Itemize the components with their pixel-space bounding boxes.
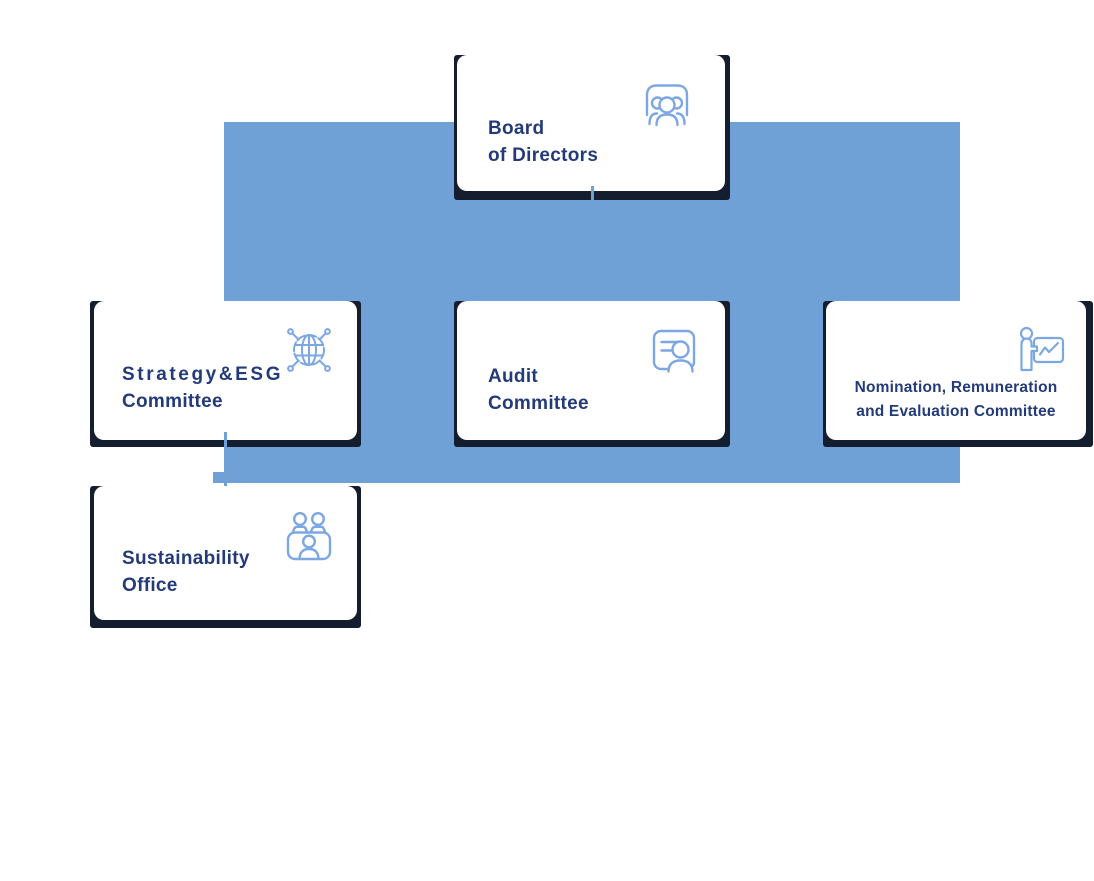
card-audit-committee: Audit Committee — [457, 301, 725, 440]
card-label: Strategy&ESG Committee — [122, 362, 283, 415]
card-sustainability-office: Sustainability Office — [94, 486, 357, 620]
card-label-line1: Nomination, Remuneration — [854, 379, 1058, 396]
card-label: Sustainability Office — [122, 546, 250, 599]
node-sustainability-office: Sustainability Office — [90, 486, 361, 628]
card-strategy-esg-committee: Strategy&ESG Committee — [94, 301, 357, 440]
card-label: Nomination, Remuneration and Evaluation … — [826, 376, 1086, 424]
audit-document-icon — [647, 323, 701, 382]
card-label: Audit Committee — [488, 364, 589, 417]
card-label-line1: Sustainability — [122, 548, 250, 569]
card-label-line2: Committee — [488, 392, 589, 414]
connector-board-to-band — [591, 186, 594, 212]
presenter-chart-icon — [1015, 325, 1065, 378]
card-label: Board of Directors — [488, 116, 598, 169]
card-label-line1: Audit — [488, 366, 539, 387]
meeting-people-icon — [281, 510, 337, 567]
card-label-line2: of Directors — [488, 144, 599, 166]
connector-strategy-to-sustainability — [224, 432, 227, 486]
card-label-line2: and Evaluation Committee — [856, 403, 1056, 420]
card-label-line1: Board — [488, 118, 545, 139]
node-strategy-esg-committee: Strategy&ESG Committee — [90, 301, 361, 447]
card-label-line2: Committee — [122, 390, 223, 412]
card-label-line2: Office — [122, 574, 178, 596]
card-nomination-remuneration-committee: Nomination, Remuneration and Evaluation … — [826, 301, 1086, 440]
board-members-icon — [639, 79, 695, 136]
node-nomination-remuneration-committee: Nomination, Remuneration and Evaluation … — [823, 301, 1093, 447]
node-audit-committee: Audit Committee — [454, 301, 730, 447]
globe-network-icon — [278, 318, 340, 385]
card-label-line1: Strategy&ESG — [122, 364, 284, 385]
node-board-of-directors: Board of Directors — [454, 55, 730, 200]
card-board-of-directors: Board of Directors — [457, 55, 725, 191]
